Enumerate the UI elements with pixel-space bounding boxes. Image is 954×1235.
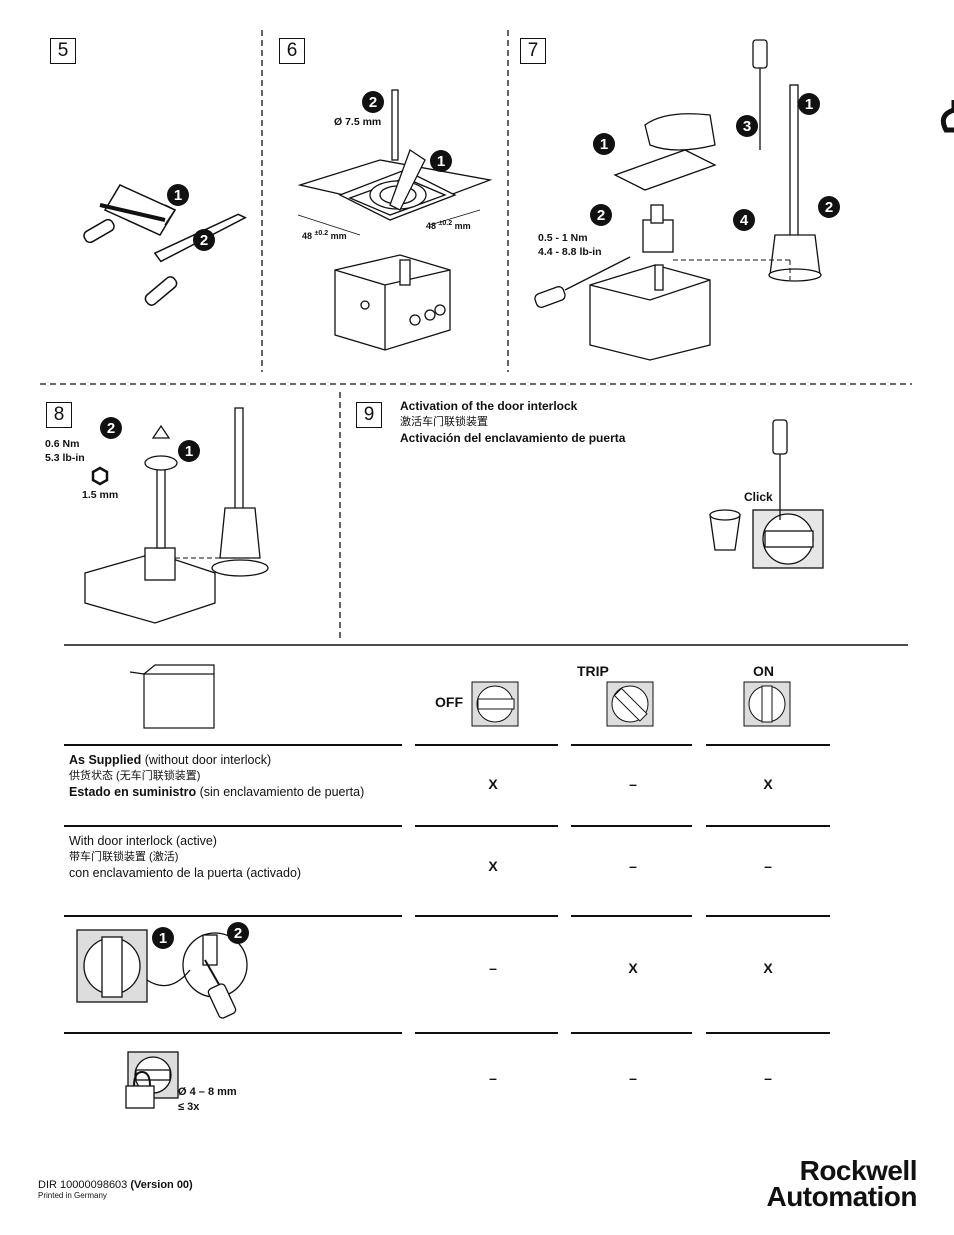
row3-on: X bbox=[763, 960, 773, 976]
padlock-diameter-label: Ø 4 – 8 mm bbox=[178, 1086, 237, 1098]
callout-1: 1 bbox=[178, 440, 200, 462]
row4-off: – bbox=[489, 1070, 497, 1086]
row1-off: X bbox=[488, 776, 498, 792]
mount-shaft-illustration bbox=[534, 39, 822, 361]
step-9-title-es: Activación del enclavamiento de puerta bbox=[400, 431, 626, 445]
handle-off-icon bbox=[471, 681, 519, 727]
step-6-number: 6 bbox=[279, 38, 305, 64]
row2-trip: – bbox=[629, 858, 637, 874]
row2-en: With door interlock (active) bbox=[69, 834, 217, 848]
row2-es: con enclavamiento de la puerta (activado… bbox=[69, 866, 302, 880]
row4-on: – bbox=[764, 1070, 772, 1086]
callout-2: 2 bbox=[590, 204, 612, 226]
header-on: ON bbox=[753, 663, 774, 679]
callout-1: 1 bbox=[593, 133, 615, 155]
dimension-left: 48 ±0.2 mm bbox=[302, 230, 347, 241]
torque-nm-label: 0.5 - 1 Nm bbox=[538, 232, 588, 244]
callout-1: 1 bbox=[167, 184, 189, 206]
drill-diameter-label: Ø 7.5 mm bbox=[334, 116, 382, 128]
row2-zh: 带车门联锁装置 (激活) bbox=[69, 851, 179, 863]
panel-box-icon bbox=[129, 664, 215, 729]
callout-1: 1 bbox=[430, 150, 452, 172]
door-interlock-activation-illustration bbox=[709, 419, 824, 569]
padlock-count-label: ≤ 3x bbox=[178, 1101, 200, 1113]
row3-off: – bbox=[489, 960, 497, 976]
header-off: OFF bbox=[435, 694, 463, 710]
torque-nm-label: 0.6 Nm bbox=[45, 438, 80, 450]
step-9-number: 9 bbox=[356, 402, 382, 428]
shaft-assembly-illustration bbox=[84, 407, 269, 624]
callout-2: 2 bbox=[100, 417, 122, 439]
callout-1: 1 bbox=[152, 927, 174, 949]
rockwell-automation-logo: Rockwell Automation bbox=[766, 1155, 917, 1212]
hex-key-icon bbox=[91, 466, 109, 486]
dimension-right: 48 ±0.2 mm bbox=[426, 220, 471, 231]
callout-4: 4 bbox=[733, 209, 755, 231]
handle-on-icon bbox=[743, 681, 791, 727]
callout-2: 2 bbox=[362, 91, 384, 113]
step-9-title-zh: 激活车门联锁装置 bbox=[400, 416, 488, 428]
torque-lbin-label: 4.4 - 8.8 lb-in bbox=[538, 246, 602, 258]
callout-1: 1 bbox=[798, 93, 820, 115]
step-5-number: 5 bbox=[50, 38, 76, 64]
edge-mark-icon bbox=[940, 100, 954, 133]
callout-2: 2 bbox=[818, 196, 840, 218]
callout-3: 3 bbox=[736, 115, 758, 137]
step-8-number: 8 bbox=[46, 402, 72, 428]
step-7-number: 7 bbox=[520, 38, 546, 64]
row4-trip: – bbox=[629, 1070, 637, 1086]
drill-template-illustration bbox=[297, 89, 493, 351]
callout-2: 2 bbox=[227, 922, 249, 944]
header-trip: TRIP bbox=[577, 663, 609, 679]
printed-in: Printed in Germany bbox=[38, 1191, 107, 1200]
row3-trip: X bbox=[628, 960, 638, 976]
row1-zh: 供货状态 (无车门联锁装置) bbox=[69, 770, 201, 782]
doc-number: DIR 10000098603 (Version 00) bbox=[38, 1179, 193, 1191]
row1-es: Estado en suministro (sin enclavamiento … bbox=[69, 785, 365, 799]
handle-trip-icon bbox=[606, 681, 654, 727]
row1-trip: – bbox=[629, 776, 637, 792]
row1-on: X bbox=[763, 776, 773, 792]
hex-size-label: 1.5 mm bbox=[82, 489, 119, 501]
row2-off: X bbox=[488, 858, 498, 874]
torque-lbin-label: 5.3 lb-in bbox=[45, 452, 85, 464]
callout-2: 2 bbox=[193, 229, 215, 251]
row2-on: – bbox=[764, 858, 772, 874]
click-label: Click bbox=[744, 490, 773, 504]
row1-en: As Supplied (without door interlock) bbox=[69, 753, 272, 767]
step-9-title-en: Activation of the door interlock bbox=[400, 399, 578, 413]
interlock-override-illustration bbox=[76, 929, 248, 1019]
padlock-handle-icon bbox=[125, 1051, 179, 1109]
